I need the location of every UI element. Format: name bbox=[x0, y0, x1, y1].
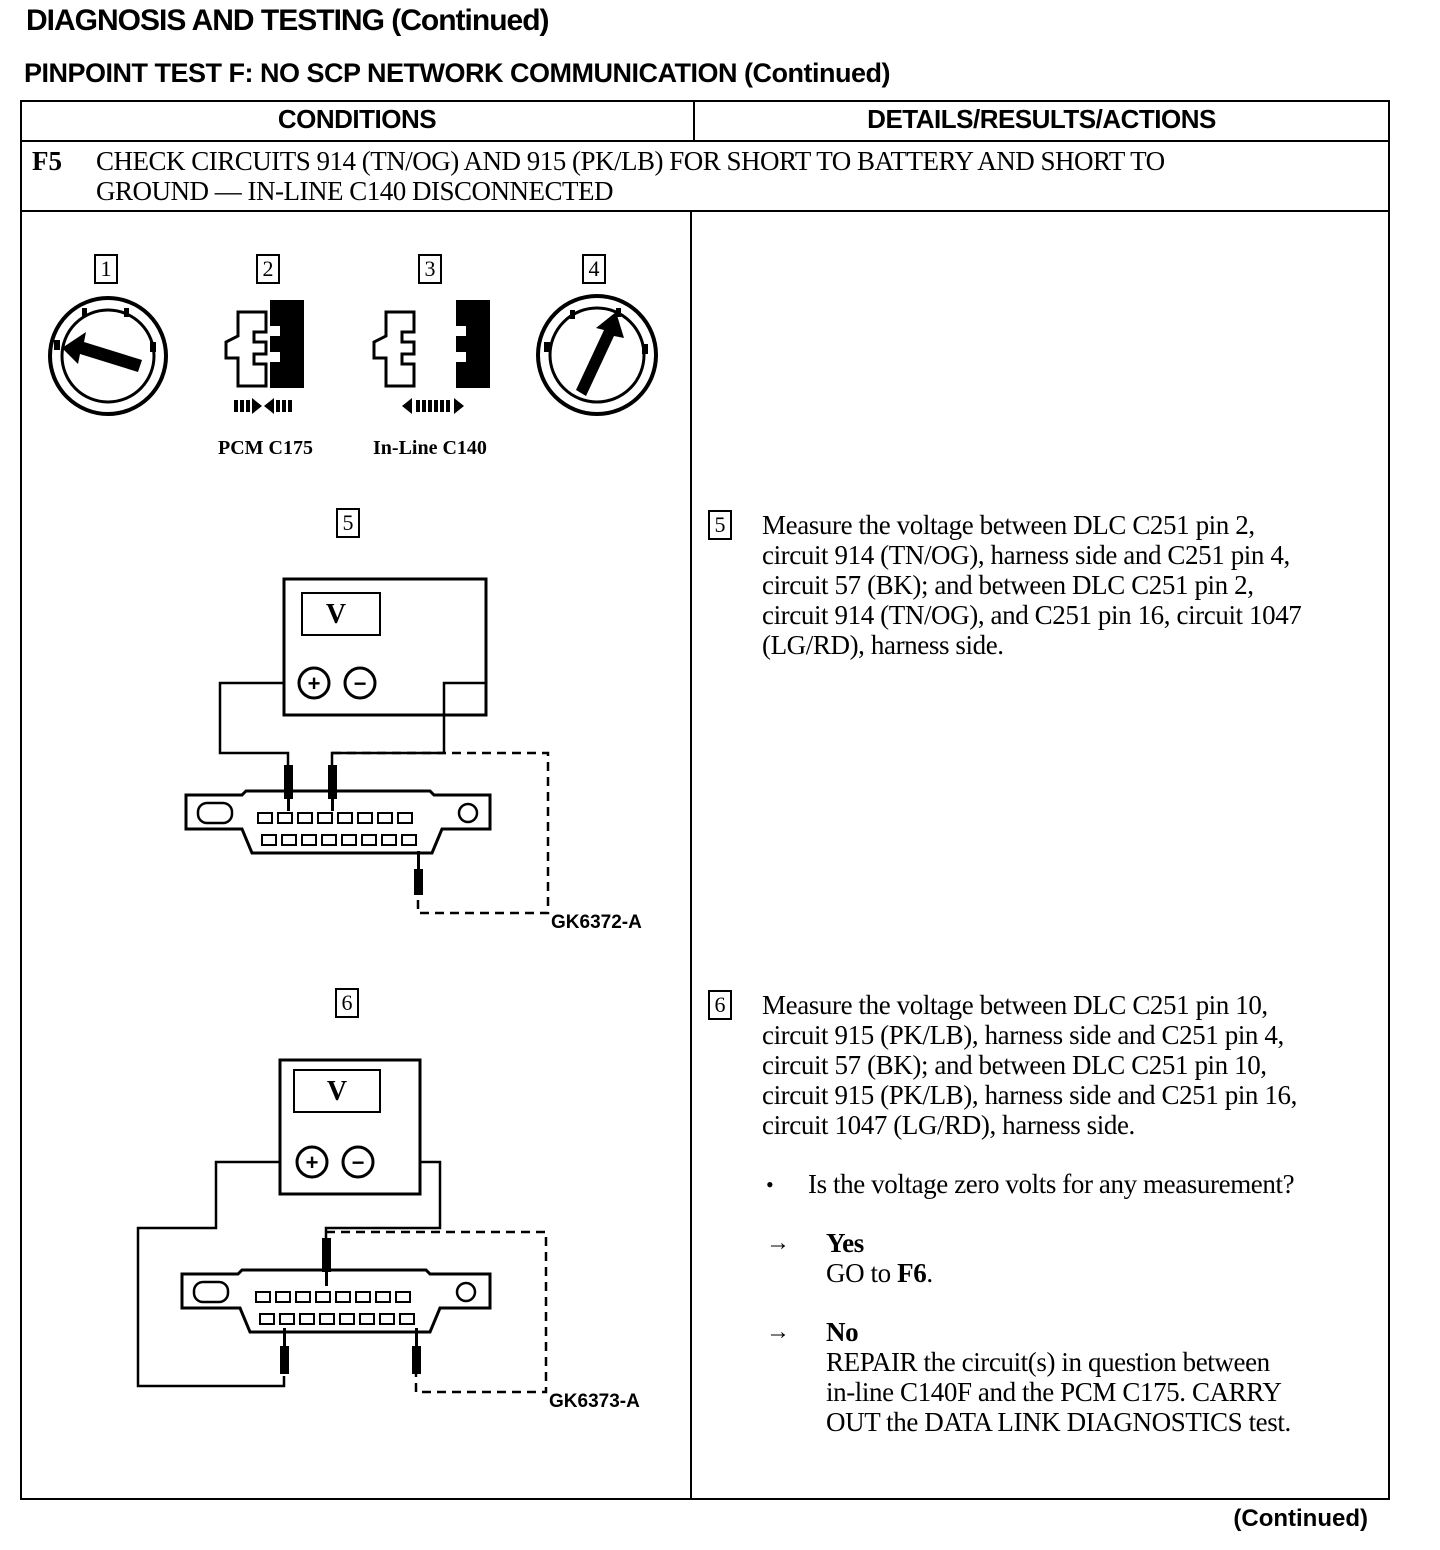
column-divider bbox=[690, 210, 692, 1500]
minus-sign: − bbox=[354, 671, 367, 696]
step-6-line: circuit 915 (PK/LB), harness side and C2… bbox=[762, 1020, 1284, 1050]
continued-note: (Continued) bbox=[1233, 1505, 1368, 1532]
question-text: Is the voltage zero volts for any measur… bbox=[808, 1169, 1295, 1199]
voltmeter-dlc-diagram-5: V + − bbox=[184, 577, 550, 915]
header-divider bbox=[20, 140, 1390, 142]
figure-id-5: GK6372-A bbox=[551, 912, 642, 933]
meter-label: V bbox=[326, 599, 346, 630]
step-5-line: circuit 914 (TN/OG), and C251 pin 16, ci… bbox=[762, 600, 1302, 630]
step-title-divider bbox=[20, 210, 1390, 212]
plus-sign: + bbox=[308, 671, 321, 696]
ignition-off-icon bbox=[48, 296, 168, 416]
figure-step-2: 2 bbox=[256, 254, 280, 284]
step-6-line: Measure the voltage between DLC C251 pin… bbox=[762, 990, 1268, 1020]
figure-step-4: 4 bbox=[582, 254, 606, 284]
yes-action-target-link[interactable]: F6 bbox=[897, 1258, 927, 1288]
step-5-instructions: Measure the voltage between DLC C251 pin… bbox=[762, 510, 1382, 660]
yes-label: Yes bbox=[826, 1228, 864, 1258]
step-id: F5 bbox=[32, 146, 62, 176]
yes-result: Yes GO to F6. bbox=[826, 1228, 933, 1288]
details-column-header: DETAILS/RESULTS/ACTIONS bbox=[867, 104, 1216, 134]
arrow-right-icon: → bbox=[766, 1319, 790, 1345]
figure-step-6: 6 bbox=[335, 988, 359, 1018]
bullet-icon: • bbox=[766, 1172, 774, 1197]
page-title: DIAGNOSIS AND TESTING (Continued) bbox=[26, 4, 550, 37]
step-5-line: Measure the voltage between DLC C251 pin… bbox=[762, 510, 1255, 540]
yes-action: GO to F6. bbox=[826, 1258, 933, 1288]
no-action-line: REPAIR the circuit(s) in question betwee… bbox=[826, 1347, 1270, 1377]
step-title-line-2: GROUND — IN-LINE C140 DISCONNECTED bbox=[96, 176, 613, 206]
no-label: No bbox=[826, 1317, 859, 1347]
no-action-line: in-line C140F and the PCM C175. CARRY bbox=[826, 1377, 1282, 1407]
yes-action-prefix: GO to bbox=[826, 1258, 898, 1288]
figure-step-1: 1 bbox=[94, 254, 118, 284]
figure-id-6: GK6373-A bbox=[549, 1391, 640, 1412]
test-table bbox=[20, 100, 1390, 1500]
figure-step-5: 5 bbox=[336, 508, 360, 538]
step-6-line: circuit 57 (BK); and between DLC C251 pi… bbox=[762, 1050, 1267, 1080]
step-6-line: circuit 1047 (LG/RD), harness side. bbox=[762, 1110, 1135, 1140]
step-title-line-1: CHECK CIRCUITS 914 (TN/OG) AND 915 (PK/L… bbox=[96, 146, 1165, 176]
inline-c140-connector-icon bbox=[372, 300, 490, 414]
no-result: No REPAIR the circuit(s) in question bet… bbox=[826, 1317, 1291, 1437]
conditions-column-header: CONDITIONS bbox=[277, 104, 437, 134]
arrow-right-icon: → bbox=[766, 1230, 790, 1256]
yes-action-suffix: . bbox=[926, 1258, 933, 1288]
step-5-line: (LG/RD), harness side. bbox=[762, 630, 1004, 660]
column-divider-top bbox=[693, 100, 695, 142]
minus-sign: − bbox=[352, 1150, 365, 1175]
detail-step-6: 6 bbox=[708, 990, 732, 1020]
step-title: CHECK CIRCUITS 914 (TN/OG) AND 915 (PK/L… bbox=[96, 146, 1366, 206]
step-5-line: circuit 57 (BK); and between DLC C251 pi… bbox=[762, 570, 1254, 600]
pcm-c175-connector-icon bbox=[224, 300, 304, 414]
step-6-line: circuit 915 (PK/LB), harness side and C2… bbox=[762, 1080, 1297, 1110]
step-6-instructions: Measure the voltage between DLC C251 pin… bbox=[762, 990, 1382, 1140]
step-5-line: circuit 914 (TN/OG), harness side and C2… bbox=[762, 540, 1290, 570]
meter-label: V bbox=[327, 1076, 347, 1107]
inline-c140-caption: In-Line C140 bbox=[373, 437, 487, 459]
detail-step-5: 5 bbox=[708, 510, 732, 540]
pcm-c175-caption: PCM C175 bbox=[218, 437, 313, 459]
ignition-run-icon bbox=[536, 294, 658, 416]
voltmeter-dlc-diagram-6: V + − bbox=[136, 1058, 548, 1394]
no-action-line: OUT the DATA LINK DIAGNOSTICS test. bbox=[826, 1407, 1291, 1437]
plus-sign: + bbox=[306, 1150, 319, 1175]
figure-step-3: 3 bbox=[418, 254, 442, 284]
section-title: PINPOINT TEST F: NO SCP NETWORK COMMUNIC… bbox=[24, 58, 890, 88]
